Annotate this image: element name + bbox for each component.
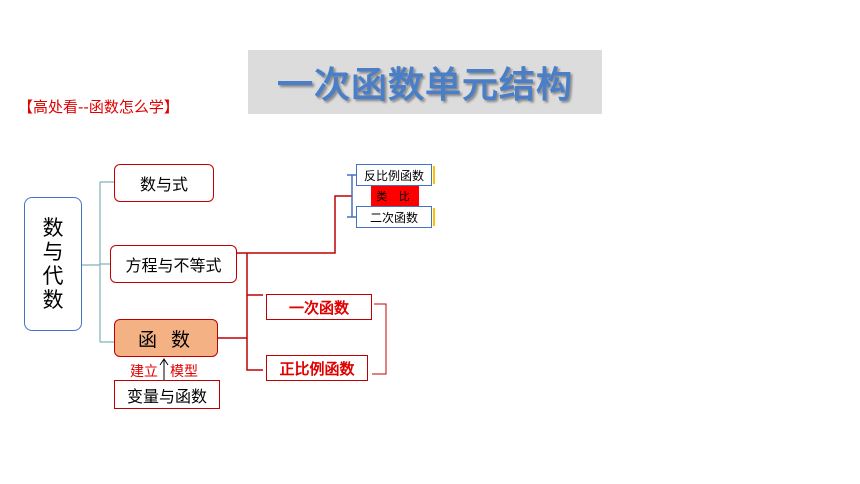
up-arrow (159, 358, 169, 380)
yellow-mark-1 (433, 166, 435, 184)
node-expr: 数与式 (114, 164, 214, 202)
node-inverse: 反比例函数 (356, 164, 432, 186)
yellow-mark-2 (433, 208, 435, 226)
right-bracket (372, 303, 387, 375)
node-proportional: 正比例函数 (266, 355, 368, 381)
node-linear: 一次函数 (266, 294, 372, 320)
blue-bracket (347, 174, 356, 218)
label-analogy: 类 比 (371, 186, 419, 206)
root-bracket (82, 181, 114, 343)
func-connector (218, 253, 263, 371)
page-title: 一次函数单元结构 (276, 65, 573, 106)
root-char: 代 (42, 264, 64, 288)
node-quadratic: 二次函数 (356, 206, 432, 228)
root-char: 数 (42, 216, 64, 240)
label-model: 模型 (170, 364, 198, 380)
node-variable: 变量与函数 (114, 380, 220, 409)
subtitle: 【高处看--函数怎么学】 (18, 98, 179, 116)
root-node: 数 与 代 数 (24, 197, 82, 331)
label-build: 建立 (130, 364, 158, 380)
root-char: 数 (42, 288, 64, 312)
root-char: 与 (42, 240, 64, 264)
node-equation: 方程与不等式 (110, 245, 237, 283)
title-banner: 一次函数单元结构 (248, 50, 602, 114)
node-function: 函 数 (114, 319, 218, 357)
eq-connector (237, 195, 352, 254)
